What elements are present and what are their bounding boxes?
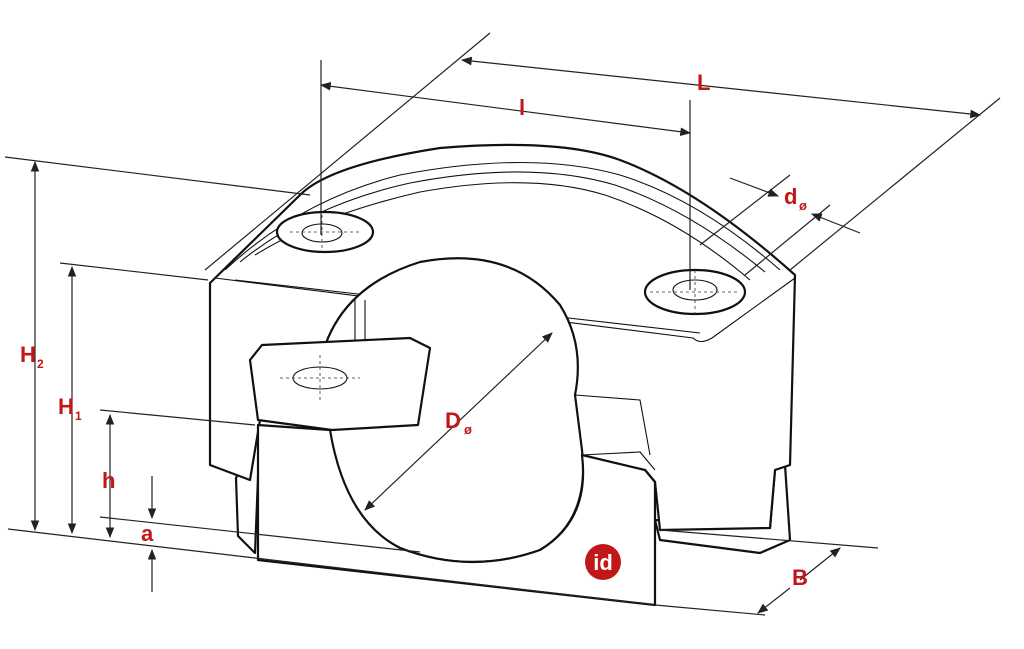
label-a: a: [141, 521, 154, 546]
label-d: d: [784, 184, 797, 209]
cleat-body: [208, 143, 797, 607]
label-H2-sub: 2: [37, 357, 44, 371]
id-logo: id: [585, 544, 621, 580]
lower-front-block: [256, 423, 657, 607]
lower-left-tab: [248, 336, 432, 432]
label-D: D: [445, 408, 461, 433]
label-l: l: [519, 95, 525, 120]
label-H1: H: [58, 394, 74, 419]
left-bolt-boss: [275, 210, 375, 254]
label-H2: H: [20, 342, 36, 367]
dimension-lines: [4, 32, 1001, 616]
label-L: L: [697, 70, 710, 95]
label-d-sub: ø: [799, 198, 807, 213]
label-D-sub: ø: [464, 422, 472, 437]
label-B: B: [792, 565, 808, 590]
label-H1-sub: 1: [75, 409, 82, 423]
logo-text: id: [593, 550, 613, 575]
label-h: h: [102, 468, 115, 493]
dimension-labels: L l d ø D ø H 2 H 1 h a B: [20, 70, 808, 590]
